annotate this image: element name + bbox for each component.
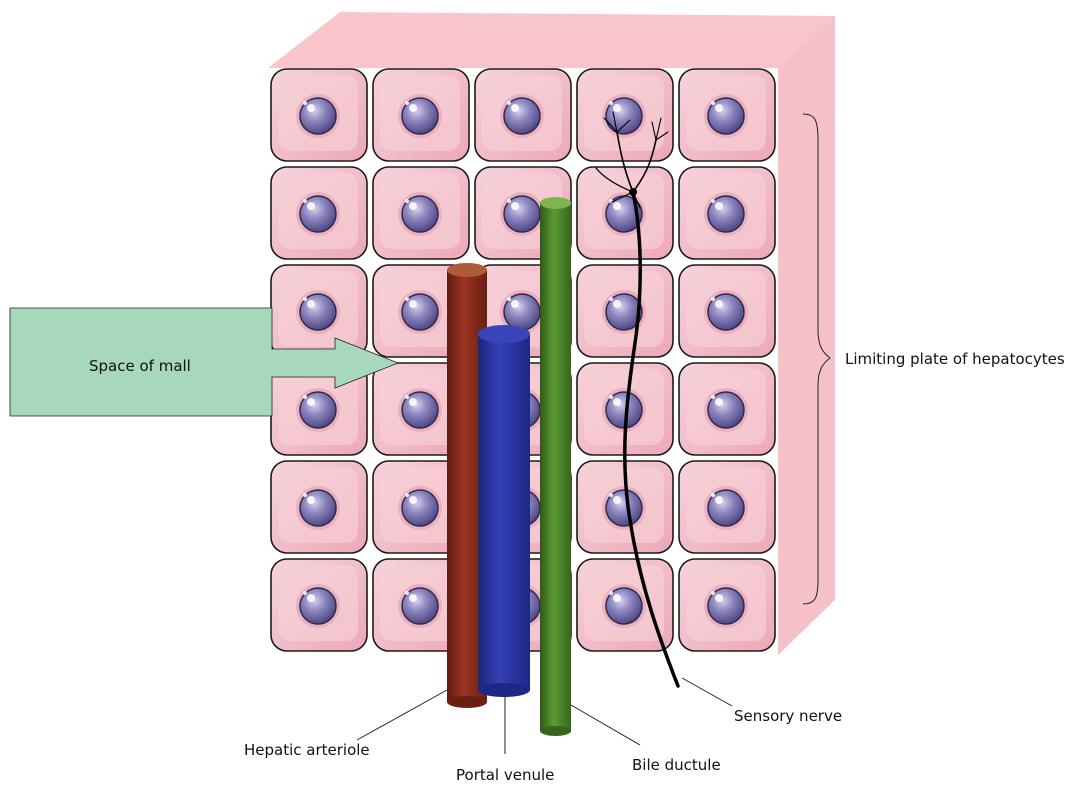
hepatocyte-cell: [679, 265, 775, 357]
block-side-face: [778, 16, 835, 655]
hepatocyte-cell: [577, 167, 673, 259]
hepatocyte-cell: [679, 167, 775, 259]
hepatocyte-cell: [679, 559, 775, 651]
hepatocyte-cell: [271, 559, 367, 651]
hepatocyte-cell: [475, 69, 571, 161]
hepatocyte-cell: [373, 167, 469, 259]
leader-sensory-nerve: [682, 678, 732, 706]
hepatocyte-cell: [271, 69, 367, 161]
hepatocyte-cell: [271, 167, 367, 259]
hepatocyte-cell: [271, 461, 367, 553]
hepatocyte-cell: [679, 461, 775, 553]
leader-hepatic-arteriole: [357, 690, 447, 740]
hepatocyte-cell: [373, 69, 469, 161]
hepatocyte-cell: [577, 69, 673, 161]
portal-venule-vessel: [478, 325, 530, 697]
hepatocyte-cell: [577, 265, 673, 357]
hepatocyte-cell: [679, 69, 775, 161]
hepatocyte-cell: [271, 265, 367, 357]
leader-bile-ductule: [571, 705, 640, 745]
bile-ductule-vessel: [540, 197, 571, 736]
block-top-face: [268, 12, 835, 68]
hepatocyte-cell: [679, 363, 775, 455]
